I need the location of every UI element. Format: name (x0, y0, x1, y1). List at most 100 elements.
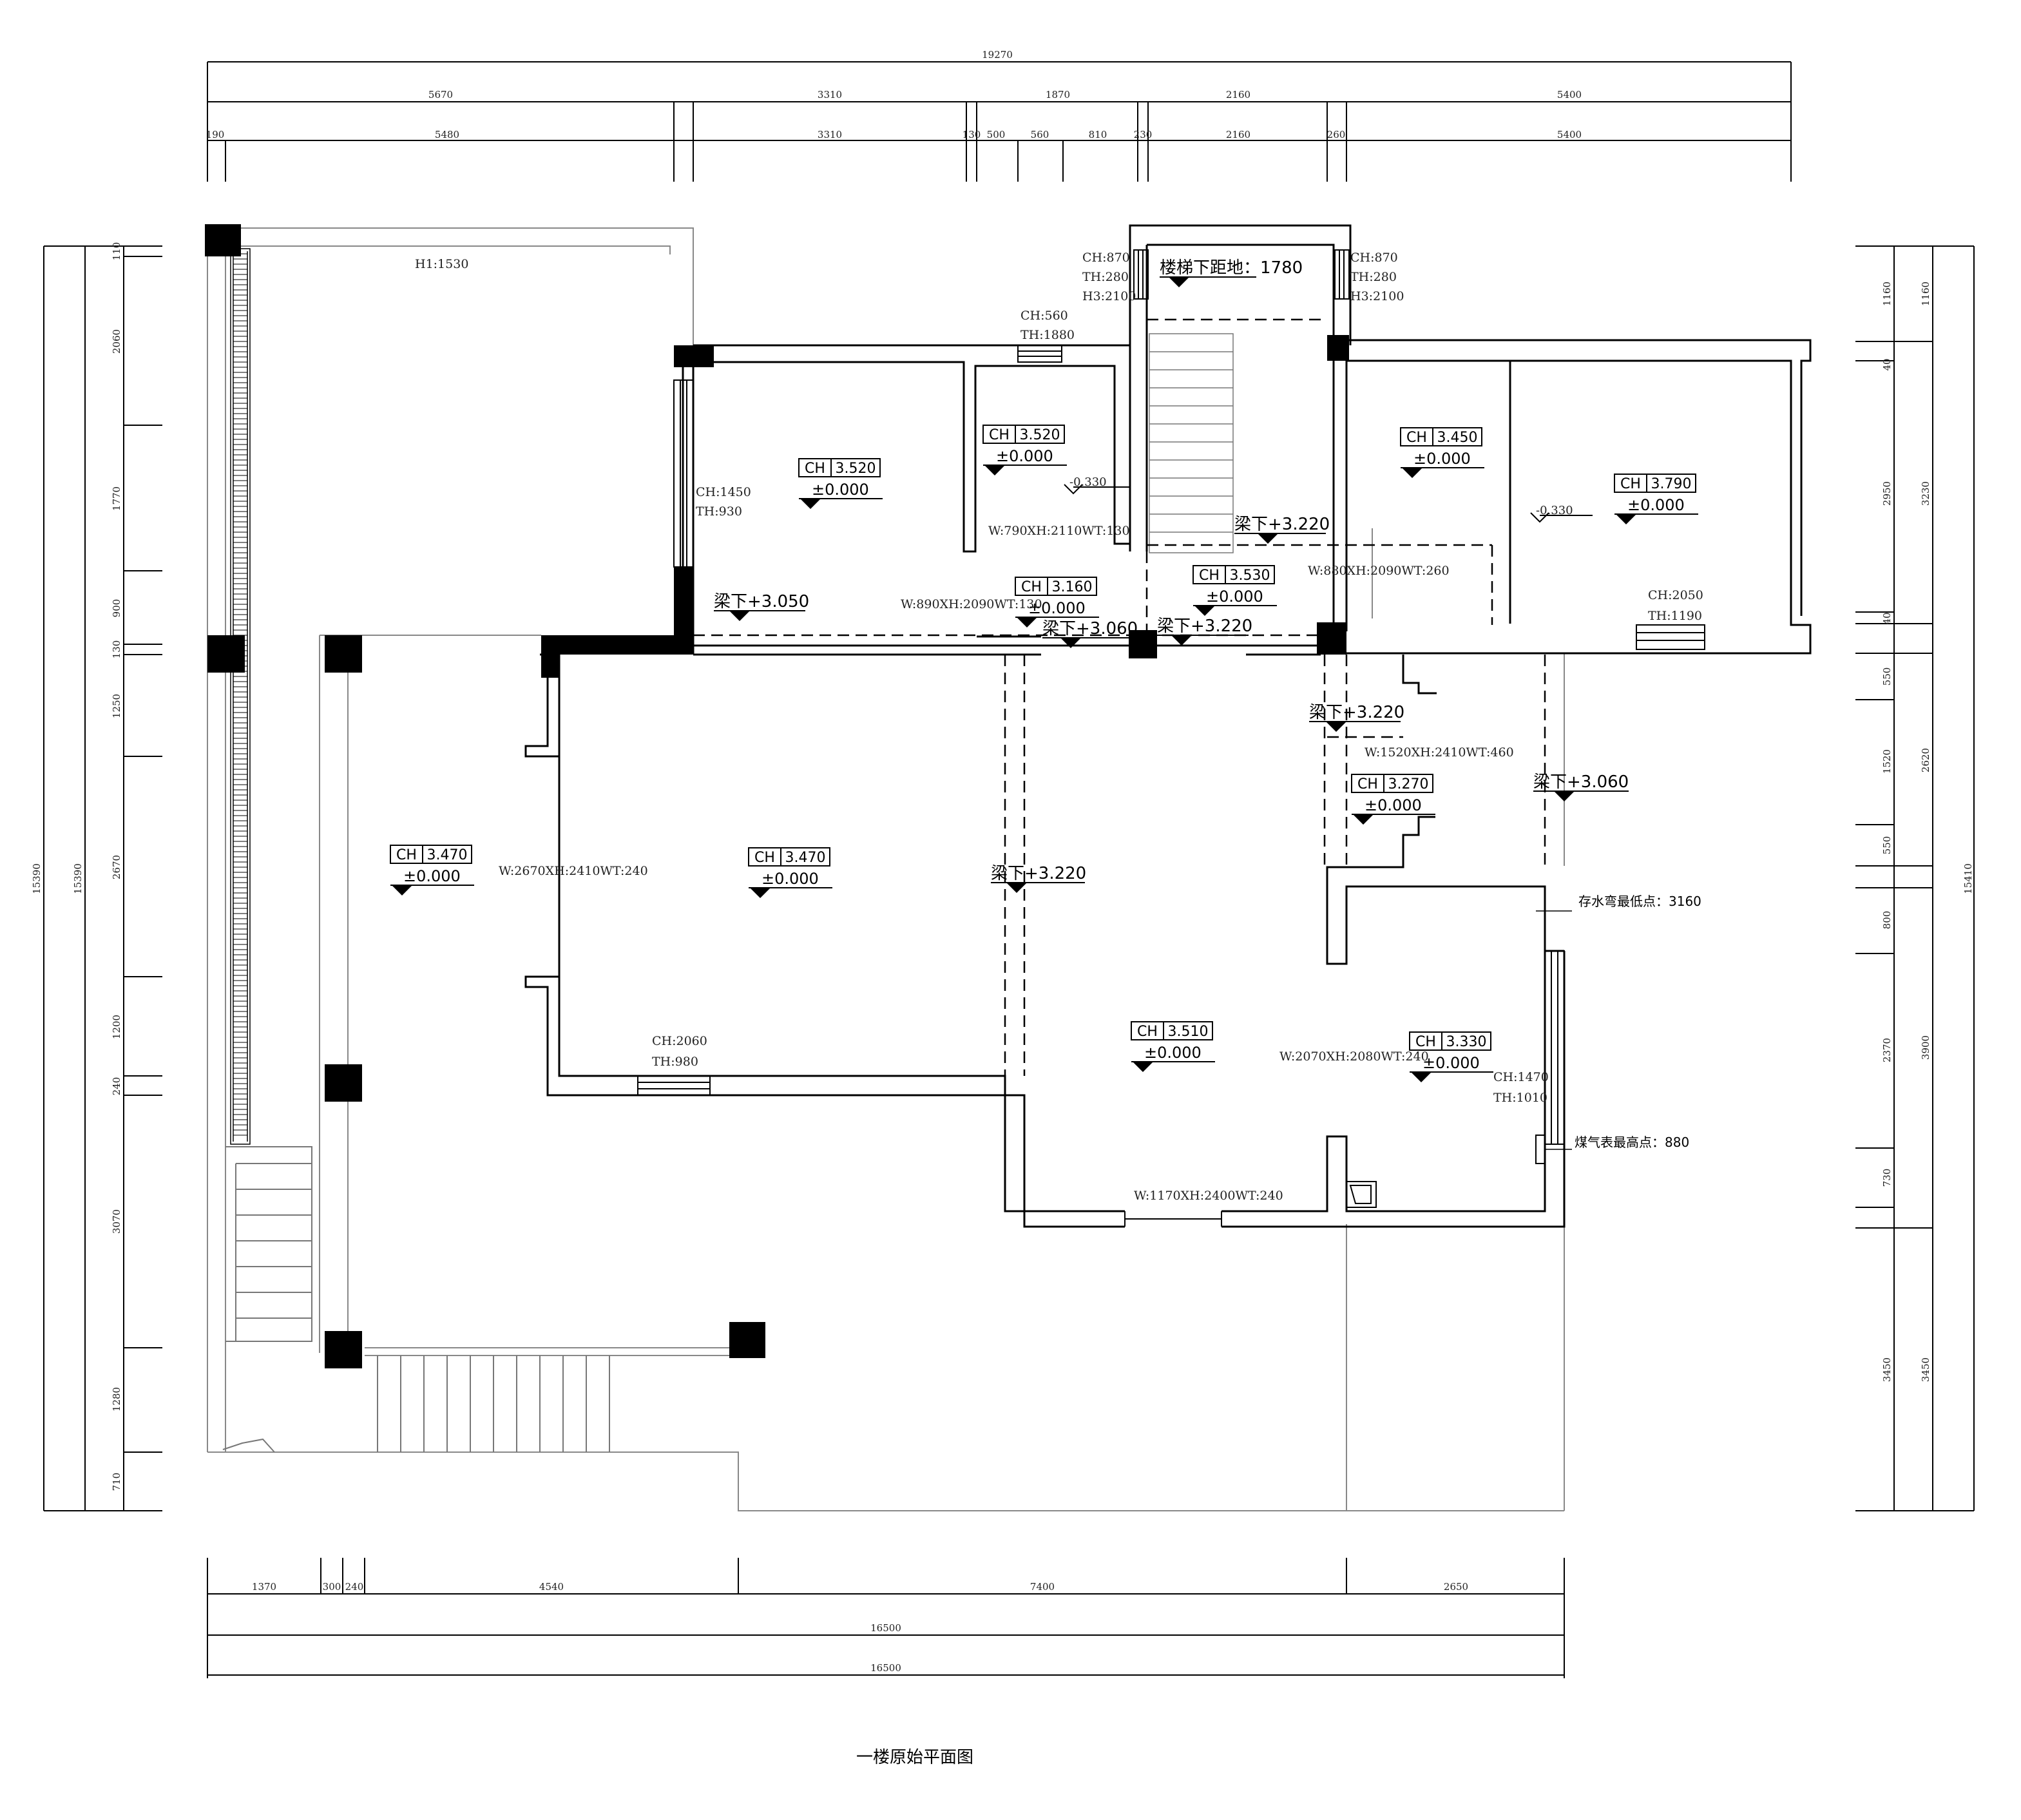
svg-text:3450: 3450 (1920, 1357, 1931, 1382)
ch-value: 3.470 (427, 847, 468, 863)
svg-text:2160: 2160 (1226, 129, 1250, 140)
svg-text:300: 300 (323, 1581, 341, 1593)
right-dimension-text: 15410 1160 40 2950 40 550 1520 550 800 2… (1881, 282, 1974, 1382)
svg-text:-0.330: -0.330 (1536, 504, 1573, 517)
svg-text:40: 40 (1881, 612, 1893, 624)
floor-level: ±0.000 (1144, 1044, 1202, 1062)
svg-text:550: 550 (1881, 836, 1893, 855)
floor-level: ±0.000 (403, 867, 461, 885)
svg-text:1870: 1870 (1046, 89, 1070, 101)
svg-text:3900: 3900 (1920, 1035, 1931, 1060)
floor-level: ±0.000 (812, 481, 869, 499)
svg-text:550: 550 (1881, 667, 1893, 686)
floor-level: ±0.000 (1422, 1054, 1480, 1072)
svg-text:560: 560 (1031, 129, 1049, 140)
left-dimension-lines (43, 245, 162, 1511)
svg-text:H1:1530: H1:1530 (415, 257, 468, 271)
svg-text:810: 810 (1089, 129, 1107, 140)
svg-text:TH:280: TH:280 (1082, 270, 1129, 284)
svg-text:梁下+3.220: 梁下+3.220 (1234, 515, 1330, 534)
drawing-title: 一楼原始平面图 (856, 1748, 973, 1767)
level-triangle (1353, 814, 1374, 825)
svg-text:900: 900 (111, 599, 122, 618)
svg-text:1200: 1200 (111, 1015, 122, 1039)
ch-label: CH (1415, 1034, 1436, 1050)
svg-text:3310: 3310 (818, 129, 842, 140)
svg-text:CH:2060: CH:2060 (652, 1034, 707, 1048)
svg-text:3230: 3230 (1920, 481, 1931, 506)
svg-text:W:890XH:2090WT:130: W:890XH:2090WT:130 (901, 597, 1042, 611)
svg-text:2650: 2650 (1444, 1581, 1468, 1593)
beam-label-5: 梁下+3.220 (1309, 703, 1404, 732)
svg-text:梁下+3.060: 梁下+3.060 (1042, 619, 1138, 638)
svg-text:TH:1190: TH:1190 (1648, 609, 1702, 623)
ramp-hatch (233, 253, 247, 1136)
neg-level-markers: -0.330 -0.330 (1064, 475, 1593, 523)
svg-text:CH:870: CH:870 (1350, 251, 1398, 265)
svg-text:730: 730 (1881, 1169, 1893, 1187)
svg-text:TH:280: TH:280 (1350, 270, 1397, 284)
svg-text:梁下+3.050: 梁下+3.050 (714, 592, 809, 611)
svg-text:梁下+3.220: 梁下+3.220 (1309, 703, 1404, 722)
svg-text:110: 110 (111, 242, 122, 261)
svg-text:梁下+3.220: 梁下+3.220 (1157, 617, 1252, 636)
svg-text:CH:870: CH:870 (1082, 251, 1130, 265)
svg-text:W:2670XH:2410WT:240: W:2670XH:2410WT:240 (499, 864, 648, 878)
svg-text:CH:560: CH:560 (1020, 309, 1068, 323)
entrance-stair (377, 1355, 610, 1452)
columns (205, 224, 1349, 1368)
svg-text:2060: 2060 (111, 329, 122, 354)
svg-text:2950: 2950 (1881, 481, 1893, 506)
level-triangle (392, 885, 412, 896)
svg-text:1770: 1770 (111, 486, 122, 511)
svg-text:16500: 16500 (870, 1662, 901, 1674)
svg-text:130: 130 (111, 640, 122, 659)
floor-level: ±0.000 (1413, 450, 1471, 468)
svg-text:H3:2100: H3:2100 (1350, 289, 1404, 303)
svg-text:1160: 1160 (1881, 282, 1893, 306)
svg-text:230: 230 (1134, 129, 1153, 140)
svg-text:3310: 3310 (818, 89, 842, 101)
svg-text:梁下+3.060: 梁下+3.060 (1533, 772, 1629, 792)
neg-level-2: -0.330 (1530, 504, 1593, 523)
level-triangle (1194, 606, 1215, 616)
svg-text:40: 40 (1881, 358, 1893, 370)
stair-note: 楼梯下距地：1780 (1160, 258, 1303, 287)
level-triangle (1017, 617, 1037, 627)
svg-text:TH:1880: TH:1880 (1020, 328, 1075, 342)
svg-text:5670: 5670 (428, 89, 453, 101)
center-stair (1149, 333, 1234, 553)
svg-text:260: 260 (1327, 129, 1346, 140)
annotations: H1:1530 CH:870 TH:280 H3:2100 CH:870 TH:… (415, 251, 1703, 1203)
level-triangle (984, 465, 1005, 475)
ch-value: 3.530 (1230, 568, 1270, 584)
ch-label: CH (1620, 476, 1641, 492)
svg-text:W:2070XH:2080WT:240: W:2070XH:2080WT:240 (1279, 1049, 1429, 1064)
svg-text:5400: 5400 (1557, 129, 1582, 140)
beam-label-1: 梁下+3.050 (714, 592, 809, 621)
level-triangle (750, 888, 771, 898)
svg-text:H3:2100: H3:2100 (1082, 289, 1136, 303)
ch-label: CH (1021, 579, 1042, 595)
level-triangle (800, 499, 821, 509)
svg-text:1250: 1250 (111, 694, 122, 718)
right-dimension-lines (1855, 245, 1975, 1511)
svg-text:2620: 2620 (1920, 748, 1931, 772)
svg-text:19270: 19270 (982, 49, 1013, 61)
top-dimension-lines (207, 61, 1792, 182)
floor-level: ±0.000 (1028, 599, 1086, 617)
svg-text:1280: 1280 (111, 1387, 122, 1412)
svg-text:15390: 15390 (31, 863, 43, 894)
svg-text:CH:1470: CH:1470 (1493, 1070, 1549, 1084)
svg-text:2670: 2670 (111, 855, 122, 879)
level-triangle (1133, 1062, 1153, 1072)
bottom-dimension-text: 1370 300 240 4540 7400 2650 16500 16500 (252, 1581, 1468, 1674)
svg-text:3450: 3450 (1881, 1357, 1893, 1382)
svg-text:TH:980: TH:980 (652, 1055, 698, 1069)
